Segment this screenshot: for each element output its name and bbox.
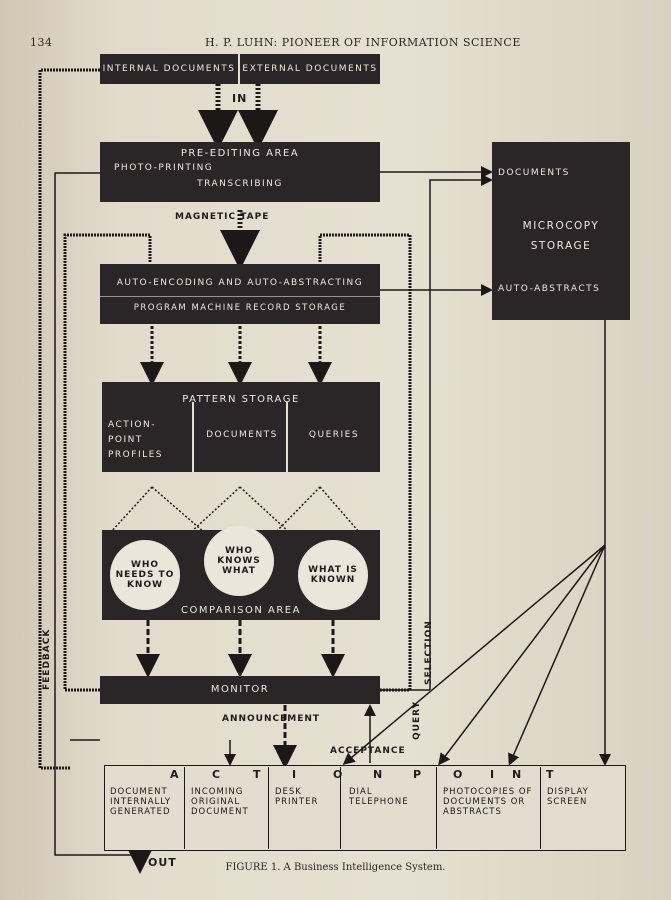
cell-desk-printer: DESK PRINTER bbox=[268, 767, 340, 849]
feedback-label: FEEDBACK bbox=[42, 628, 52, 690]
what-is-known-circle: WHAT IS KNOWN bbox=[298, 540, 368, 610]
internal-documents-box: INTERNAL DOCUMENTS bbox=[100, 54, 238, 84]
monitor-box: MONITOR bbox=[100, 676, 380, 704]
cell-incoming-original-document: INCOMING ORIGINAL DOCUMENT bbox=[184, 767, 268, 849]
letter-t: T bbox=[253, 768, 262, 781]
running-title: H. P. LUHN: PIONEER OF INFORMATION SCIEN… bbox=[205, 36, 521, 49]
in-label: IN bbox=[232, 92, 248, 105]
cell-display-screen: DISPLAY SCREEN bbox=[540, 767, 624, 849]
letter-n: N bbox=[373, 768, 384, 781]
letter-o2: O bbox=[453, 768, 464, 781]
letter-i: I bbox=[292, 768, 298, 781]
letter-p: P bbox=[413, 768, 423, 781]
external-documents-box: EXTERNAL DOCUMENTS bbox=[240, 54, 380, 84]
microcopy-storage-box: DOCUMENTS MICROCOPY STORAGE AUTO-ABSTRAC… bbox=[492, 142, 630, 320]
cell-document-internally-generated: DOCUMENT INTERNALLY GENERATED bbox=[110, 787, 172, 817]
who-knows-what-circle: WHO KNOWS WHAT bbox=[204, 526, 274, 596]
letter-t2: T bbox=[546, 768, 555, 781]
letter-a: A bbox=[170, 768, 180, 781]
announcement-label: ANNOUNCEMENT bbox=[222, 714, 321, 724]
magnetic-tape-label: MAGNETIC TAPE bbox=[175, 212, 270, 222]
acceptance-label: ACCEPTANCE bbox=[330, 746, 406, 756]
letter-c: C bbox=[212, 768, 222, 781]
letter-o: O bbox=[333, 768, 344, 781]
cell-photocopies: PHOTOCOPIES OF DOCUMENTS OR ABSTRACTS bbox=[436, 767, 540, 849]
query-label: QUERY bbox=[412, 700, 422, 740]
pre-editing-area-box: PRE-EDITING AREA PHOTO-PRINTING TRANSCRI… bbox=[100, 142, 380, 202]
who-needs-to-know-circle: WHO NEEDS TO KNOW bbox=[110, 540, 180, 610]
letter-i2: I bbox=[490, 768, 496, 781]
auto-encoding-box: AUTO-ENCODING AND AUTO-ABSTRACTING PROGR… bbox=[100, 264, 380, 324]
page-number: 134 bbox=[30, 36, 53, 49]
cell-dial-telephone: DIAL TELEPHONE bbox=[340, 767, 436, 849]
selection-label: SELECTION bbox=[424, 620, 434, 685]
pattern-storage-box: PATTERN STORAGE ACTION-POINT PROFILES DO… bbox=[102, 382, 380, 472]
letter-n2: N bbox=[512, 768, 523, 781]
figure-caption: FIGURE 1. A Business Intelligence System… bbox=[225, 862, 446, 873]
action-point-bar bbox=[104, 765, 626, 851]
out-label: OUT bbox=[148, 856, 177, 869]
